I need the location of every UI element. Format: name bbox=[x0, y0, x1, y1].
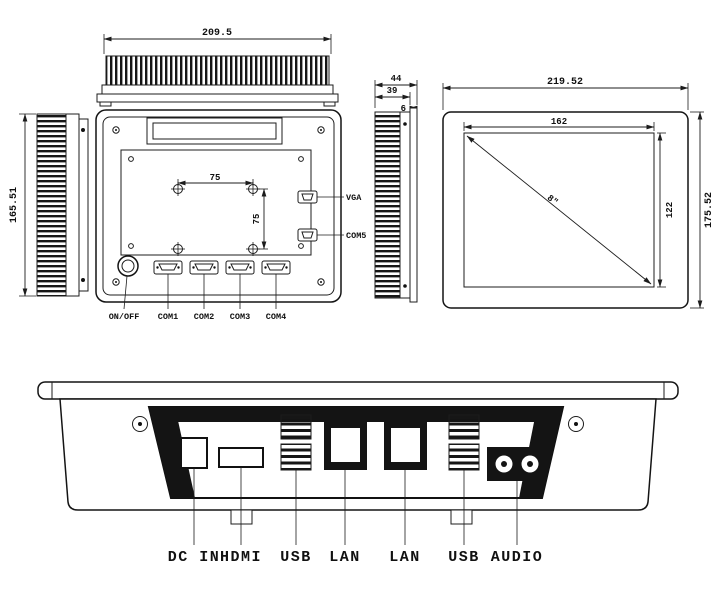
io-bay-top-band bbox=[165, 407, 555, 422]
front-view: 219.52 162 122 175.52 8" bbox=[442, 77, 715, 309]
vesa-vertical-dimension: 75 bbox=[252, 214, 262, 225]
bottom-screw-left bbox=[132, 416, 148, 432]
left-screw-bottom bbox=[81, 278, 85, 282]
rear-case-outer bbox=[95, 109, 342, 303]
top-heatsink-fins bbox=[105, 55, 330, 86]
hdmi-port bbox=[218, 447, 264, 468]
top-view: 209.5 bbox=[96, 28, 339, 107]
front-height-dimension: 175.52 bbox=[704, 192, 715, 228]
top-width-dimension: 209.5 bbox=[202, 28, 232, 39]
lan2-label: LAN bbox=[389, 549, 421, 566]
com4-label: COM4 bbox=[266, 312, 286, 322]
left-body bbox=[65, 113, 80, 297]
com2-connector: COM2 bbox=[189, 260, 219, 322]
rear-top-recess bbox=[146, 117, 283, 145]
bottom-front-flange bbox=[37, 381, 679, 400]
side-front-panel bbox=[409, 107, 418, 303]
usb1-label: USB bbox=[280, 549, 312, 566]
side-body bbox=[399, 111, 411, 299]
top-panel-edge bbox=[96, 93, 339, 103]
vga-label: VGA bbox=[346, 193, 362, 203]
screen-height-dimension: 122 bbox=[665, 202, 675, 218]
power-button: ON/OFF bbox=[109, 255, 140, 322]
rear-case-inner bbox=[102, 116, 335, 296]
rear-top-recess-inner bbox=[152, 122, 277, 140]
com3-label: COM3 bbox=[230, 312, 250, 322]
lan-port-2 bbox=[384, 420, 427, 470]
rear-corner-screws bbox=[112, 126, 325, 286]
audio-label: AUDIO bbox=[491, 549, 544, 566]
port-leader-lines bbox=[193, 467, 518, 545]
com2-label: COM2 bbox=[194, 312, 214, 322]
dc-in-port bbox=[180, 437, 208, 469]
usb-port-1 bbox=[280, 414, 312, 471]
depth-body-dimension: 39 bbox=[387, 86, 398, 96]
audio-port bbox=[487, 447, 547, 481]
left-front-panel bbox=[78, 118, 89, 292]
left-screw-top bbox=[81, 128, 85, 132]
lan1-label: LAN bbox=[329, 549, 361, 566]
io-bay-left-wall bbox=[149, 407, 195, 498]
side-screw-bottom bbox=[403, 284, 407, 288]
depth-total-dimension: 44 bbox=[391, 74, 402, 84]
vesa-horizontal-dimension: 75 bbox=[210, 173, 221, 183]
hdmi-label: HDMI bbox=[220, 549, 262, 566]
com1-connector: COM1 bbox=[153, 260, 183, 322]
right-side-view: 44 39 6 bbox=[374, 74, 418, 303]
left-height-dimension: 165.51 bbox=[9, 187, 20, 223]
plate-screws bbox=[128, 156, 304, 249]
left-heatsink-fins bbox=[36, 113, 67, 297]
left-side-view: 165.51 bbox=[9, 113, 89, 297]
com4-connector: COM4 bbox=[261, 260, 291, 322]
screen-diagonal-line bbox=[466, 135, 652, 285]
side-screw-top bbox=[403, 122, 407, 126]
com5-label: COM5 bbox=[346, 231, 366, 241]
lan-port-1 bbox=[324, 420, 367, 470]
front-width-dimension: 219.52 bbox=[547, 77, 583, 88]
rear-view: 75 75 VGA COM5 ON/OFF COM1 COM2 bbox=[95, 109, 366, 322]
com3-connector: COM3 bbox=[225, 260, 255, 322]
bottom-view: DC IN HDMI USB LAN LAN USB AUDIO bbox=[37, 381, 679, 566]
bottom-mount-tab-right bbox=[450, 509, 473, 525]
com1-label: COM1 bbox=[158, 312, 178, 322]
port-labels: DC IN HDMI USB LAN LAN USB AUDIO bbox=[168, 549, 544, 566]
screen-width-dimension: 162 bbox=[551, 117, 567, 127]
bezel-dimension: 6 bbox=[401, 104, 406, 114]
vga-connector: VGA bbox=[297, 190, 362, 204]
com5-connector: COM5 bbox=[297, 228, 366, 242]
top-mount-tab-right bbox=[323, 101, 336, 107]
bottom-mount-tab-left bbox=[230, 509, 253, 525]
onoff-label: ON/OFF bbox=[109, 312, 140, 322]
side-heatsink-fins bbox=[374, 111, 401, 299]
usb2-label: USB bbox=[448, 549, 480, 566]
top-heatsink-base bbox=[101, 84, 334, 95]
vesa-holes bbox=[171, 182, 260, 256]
dc-in-label: DC IN bbox=[168, 549, 221, 566]
bottom-screw-right bbox=[568, 416, 584, 432]
top-mount-tab-left bbox=[99, 101, 112, 107]
